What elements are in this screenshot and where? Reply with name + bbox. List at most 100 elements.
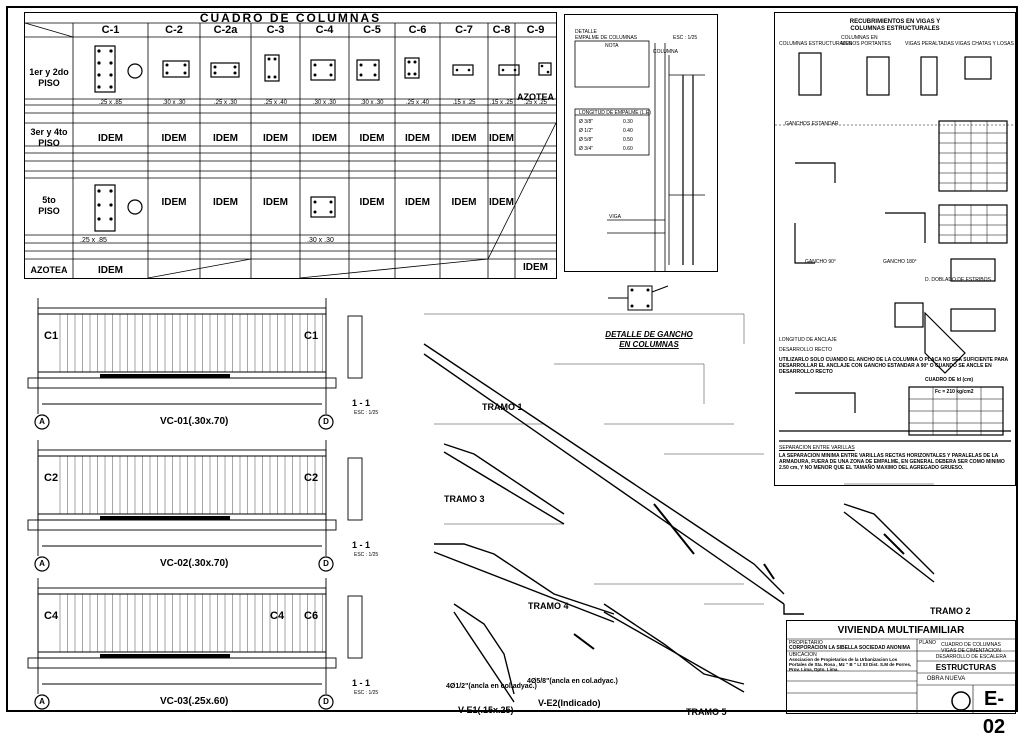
size-5to-c4: .30 x .30: [307, 237, 334, 244]
viga-drawing: [27, 578, 363, 710]
column-header-c-6: C-6: [408, 24, 427, 36]
viga-section: 1 - 1: [352, 540, 371, 550]
recubrimientos-panel: RECUBRIMIENTOS EN VIGAS Y COLUMNAS ESTRU…: [774, 12, 1016, 486]
viga-title: VC-02(.30x.70): [160, 558, 229, 569]
viga-section-scale: ESC : 1/25: [354, 410, 379, 416]
viga-axis-right: D: [323, 417, 329, 426]
idem-5to-c-3: IDEM: [263, 197, 288, 208]
empalme-note-title: NOTA: [605, 43, 619, 49]
viga-col-left: C4: [44, 610, 59, 622]
empalme-length: 0.30: [623, 119, 633, 125]
column-size-c-3: .25 x .40: [263, 100, 287, 106]
recub-empalme-note: UTILIZARLO SOLO CUANDO EL ANCHO DE LA CO…: [779, 357, 1008, 375]
column-header-c-2a: C-2a: [213, 24, 238, 36]
viga-col-mid: C4: [270, 610, 285, 622]
tramo-5: TRAMO 5: [686, 707, 727, 717]
viga-drawing: [27, 440, 363, 572]
tramo-4: TRAMO 4: [528, 601, 569, 611]
idem-3er-4to-c-5: IDEM: [359, 133, 385, 144]
empalme-drawing: [574, 40, 705, 271]
recub-anclaje-title: LONGITUD DE ANCLAJE: [779, 337, 837, 343]
empalme-length: 0.50: [623, 137, 633, 143]
location-label: UBICACION: [789, 652, 817, 658]
columns-table-grid: [24, 22, 557, 279]
idem-5to-c-2: IDEM: [161, 197, 187, 208]
recub-doblado: D. DOBLADO DE ESTRIBOS: [925, 277, 991, 283]
recub-separacion-title: SEPARACION ENTRE VARILLAS: [779, 445, 855, 451]
location-text: Asociacion de Propietarios de la Urbaniz…: [789, 657, 912, 672]
recub-ld-fc: Fc = 210 kg/cm2: [935, 389, 974, 395]
column-size-c-2: .30 x .30: [162, 100, 186, 106]
column-header-c-1: C-1: [101, 24, 120, 36]
especialidad: ESTRUCTURAS: [935, 663, 997, 672]
idem-3er-4to-c-2a: IDEM: [213, 133, 238, 144]
viga-col-left: C1: [44, 330, 59, 342]
title-block-grid: [787, 638, 1015, 713]
empalme-diameter: Ø 3/4": [579, 146, 594, 152]
recub-label-col: COLUMNAS ESTRUCTURALES: [779, 41, 853, 47]
idem-3er-4to-c-4: IDEM: [312, 133, 337, 144]
owner-name: CORPORACION LA SIBELLA SOCIEDAD ANONIMA: [789, 645, 911, 651]
empalme-title: DETALLE EMPALME DE COLUMNAS: [575, 29, 638, 41]
azotea-label-c9: AZOTEA: [517, 92, 554, 102]
recub-gancho180: GANCHO 180°: [883, 259, 917, 265]
idem-5to-c-5: IDEM: [359, 197, 385, 208]
recub-label-losas: VIGAS CHATAS Y LOSAS: [955, 41, 1014, 47]
viga-axis-left: A: [39, 559, 45, 568]
escalera-drawing: [423, 313, 935, 703]
column-size-c-1: .25 x .85: [98, 100, 122, 106]
column-size-c-9: .25 x .25: [523, 100, 547, 106]
recub-label-vigas: VIGAS PERALTADAS: [905, 41, 954, 47]
column-header-c-8: C-8: [492, 24, 511, 36]
columns-table-title: CUADRO DE COLUMNAS: [199, 11, 382, 25]
column-header-c-2: C-2: [165, 24, 183, 36]
recub-gancho90: GANCHO 90°: [805, 259, 836, 265]
viga-axis-left: A: [39, 697, 45, 706]
column-size-c-8: .15 x .25: [489, 100, 513, 106]
viga-col-left: C2: [44, 472, 59, 484]
title-block: VIVIENDA MULTIFAMILIAR PROPIETARIO CORPO…: [786, 620, 1016, 738]
empalme-diameter: Ø 1/2": [579, 128, 594, 134]
recub-ganchos-title: GANCHOS ESTANDAR: [785, 121, 839, 127]
row-label-5to: 5to PISO: [38, 195, 60, 216]
viga-col-right: C1: [304, 330, 319, 342]
viga-title: VC-01(.30x.70): [160, 416, 229, 427]
gancho-title-line2: EN COLUMNAS: [619, 340, 679, 349]
viga-axis-right: D: [323, 697, 329, 706]
idem-3er-4to-c-7: IDEM: [451, 133, 477, 144]
column-size-c-7: .15 x .25: [452, 100, 476, 106]
viga-section: 1 - 1: [352, 398, 371, 408]
plano-text: CUADRO DE COLUMNAS VIGAS DE CIMENTACION …: [935, 642, 1007, 660]
idem-3er-4to-c-3: IDEM: [263, 133, 288, 144]
empalme-scale: ESC : 1/25: [673, 35, 698, 41]
plano-label: PLANO: [919, 640, 936, 646]
idem-3er-4to-c-8: IDEM: [489, 133, 514, 144]
viga-title: VC-03(.25x.60): [160, 696, 229, 707]
gancho-title: DETALLE DE GANCHO EN COLUMNAS: [594, 330, 704, 350]
recub-drawings: [775, 52, 1015, 442]
tramo-3: TRAMO 3: [444, 494, 485, 504]
size-5to-c1: .25 x .85: [80, 237, 107, 244]
idem-azotea-c9: IDEM: [523, 262, 548, 273]
empalme-viga-label: VIGA: [609, 214, 621, 220]
recub-label-muros: COLUMNAS EN MUROS PORTANTES: [841, 35, 892, 47]
column-header-c-5: C-5: [363, 24, 381, 36]
viga-axis-left: A: [39, 417, 45, 426]
column-header-c-3: C-3: [266, 24, 285, 36]
recub-desarrollo-title: DESARROLLO RECTO: [779, 347, 832, 353]
row-label-3er-4to: 3er y 4to PISO: [30, 127, 68, 148]
owner-label: PROPIETARIO: [789, 640, 823, 646]
tramo-1: TRAMO 1: [482, 402, 523, 412]
gancho-drawing: [608, 285, 669, 311]
tramo-2: TRAMO 2: [930, 606, 971, 616]
obra-type: OBRA NUEVA: [926, 676, 966, 682]
column-size-c-4: .30 x .30: [312, 100, 336, 106]
ve1-title: V-E1(.15x.25): [458, 705, 514, 715]
ve2-title: V-E2(Indicado): [538, 698, 601, 708]
column-header-c-7: C-7: [455, 24, 473, 36]
row-label-azotea: AZOTEA: [30, 265, 68, 275]
